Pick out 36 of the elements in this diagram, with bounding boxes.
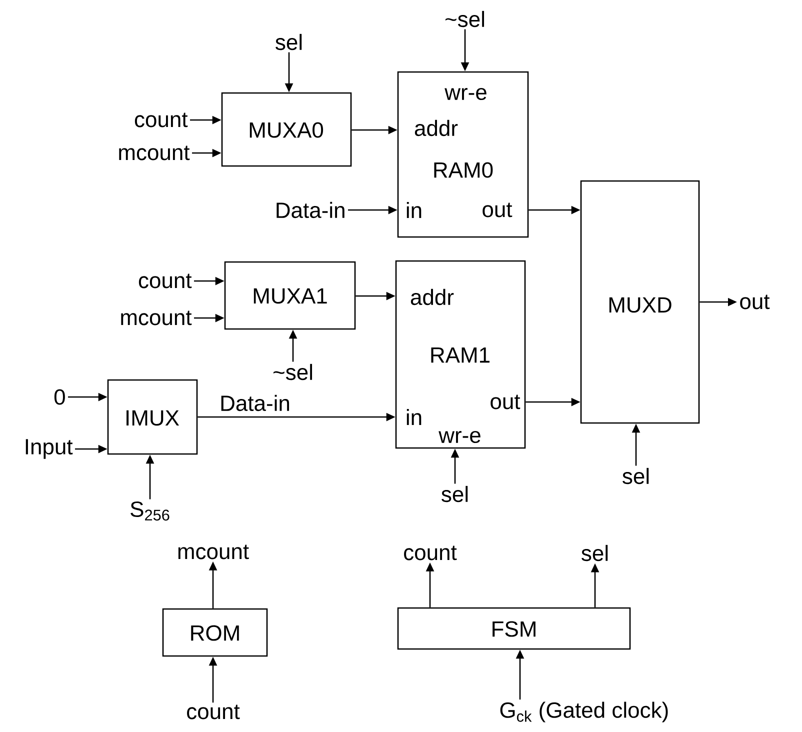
block-label: ROM [191,625,239,641]
signal-label: count [187,704,240,720]
block-label: MUXA1 [254,288,327,304]
signal-label: mcount [178,544,249,560]
port-label: in [406,202,422,218]
block-label: MUXA0 [250,122,324,138]
signal-label: sel [442,486,468,502]
port-label: wr-e [438,430,480,444]
signal-label: count [138,274,192,288]
signal-label: mcount [121,310,192,326]
block-label: RAM0 [434,162,493,178]
signal-label: ~sel [446,10,484,28]
edge-label: Data-in [221,394,290,412]
signal-label: sel [622,468,649,484]
signal-label: sel [582,544,608,562]
port-label: addr [410,288,454,306]
signal-label: count [404,546,457,560]
block-label: MUXD [609,297,672,313]
signal-label: ~sel [274,364,312,380]
block-label: FSM [492,621,536,637]
signal-label: count [134,112,188,128]
port-label: out [482,202,512,218]
block-label: out [490,394,520,410]
signal-label: Data-in [276,202,344,218]
signal-label: S$_{256}$ [130,501,170,521]
block-label: IMUX [126,410,180,426]
signal-label: 0 [54,389,65,405]
port-label: addr [414,120,458,136]
signal-label: out [740,294,770,310]
port-label: in [406,409,422,425]
signal-label: Input [26,439,73,459]
signal-label: mcount [119,146,190,160]
block-label: RAM1 [431,347,490,363]
signal-label: G$_{ck}$ (Gated clock) [500,702,668,722]
signal-label: sel [276,34,302,50]
port-label: wr-e [444,88,486,100]
